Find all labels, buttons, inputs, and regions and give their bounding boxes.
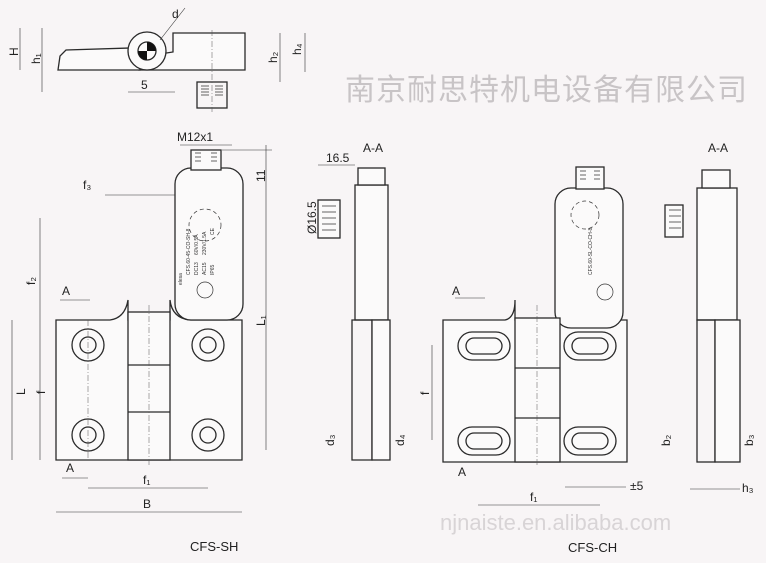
ch-section-mark-a-top: A (452, 284, 460, 298)
cfs-ch-front-view: CFS.60-SL-CO-CH-8 A f A f₁ ±5 CFS-CH (418, 166, 644, 555)
dim-f1: f₁ (143, 473, 150, 487)
section-mark-a-bottom: A (66, 461, 74, 475)
dim-m12x1: M12x1 (177, 130, 213, 144)
sh-model-text: CFS.60-45-CO-SH-8 (186, 228, 192, 275)
dim-b3: b₃ (742, 434, 756, 446)
section-mark-a-top: A (62, 284, 70, 298)
ac-text: AC15 (202, 262, 208, 275)
dim-d3: d₃ (323, 434, 337, 446)
ch-dim-f: f (418, 391, 432, 395)
brand-logo: elesa (178, 273, 184, 285)
dim-11: 11 (254, 169, 268, 182)
thread-lines (201, 85, 223, 96)
ch-section-connector (664, 204, 684, 238)
top-view: H h₁ h₂ h₄ 5 d (7, 7, 306, 112)
ch-section-housing (696, 187, 738, 321)
dc-text: DC13 (194, 262, 200, 275)
ip-text: IP65 (210, 264, 216, 275)
dim-h3: h₃ (742, 481, 754, 495)
dim-h4: h₄ (290, 43, 304, 55)
watermark-site: njnaiste.en.alibaba.com (440, 510, 671, 535)
dim-f: f (34, 390, 48, 394)
pin-hatch (138, 42, 156, 60)
dim-d: d (172, 7, 179, 21)
right-leaf-top (138, 32, 246, 71)
switch-pin (196, 281, 214, 299)
dim-dia-16-5: Ø16.5 (305, 201, 319, 234)
sh-section-connector (317, 199, 341, 239)
cfs-sh-front-view: elesa CFS.60-45-CO-SH-8 DC13 60V/0.5A AC… (11, 130, 272, 554)
ch-dim-f1: f₁ (530, 490, 537, 504)
section-title-ch: A-A (708, 141, 728, 155)
dim-tolerance: ±5 (630, 479, 644, 493)
rating1-text: 60V/0.5A (194, 234, 200, 255)
dim-b2: b₂ (659, 434, 673, 446)
switch-dial (188, 208, 222, 242)
dim-5: 5 (141, 78, 148, 92)
dim-d4: d₄ (393, 434, 407, 446)
ch-model-text: CFS.60-SL-CO-CH-8 (588, 228, 594, 275)
dim-B: B (143, 497, 151, 511)
caption-cfs-sh: CFS-SH (190, 539, 238, 554)
sh-connector (190, 149, 222, 171)
caption-cfs-ch: CFS-CH (568, 540, 617, 555)
dim-L1: L₁ (254, 315, 268, 326)
dim-f3: f₃ (83, 178, 91, 192)
ch-connector (575, 166, 605, 190)
sh-section-housing (354, 184, 389, 321)
watermark-company: 南京耐思特机电设备有限公司 (345, 74, 748, 107)
dim-f2: f₂ (24, 277, 38, 285)
cfs-ch-section-view: A-A b₂ b₃ h₃ (659, 141, 756, 495)
dim-h1: h₁ (29, 53, 43, 64)
section-title-sh: A-A (363, 141, 383, 155)
ch-section-mark-a-bottom: A (458, 465, 466, 479)
dim-h2: h₂ (266, 51, 280, 63)
ce-mark: CE (210, 227, 216, 235)
ch-barrel (514, 317, 561, 463)
ch-slots (457, 331, 617, 456)
dim-16-5: 16.5 (326, 151, 350, 165)
dim-L: L (14, 388, 28, 395)
dim-H: H (7, 47, 21, 56)
rating2-text: 230V/1.5A (202, 231, 208, 255)
cfs-sh-section-view: A-A 16.5 Ø16.5 d₃ d₄ (305, 141, 407, 461)
